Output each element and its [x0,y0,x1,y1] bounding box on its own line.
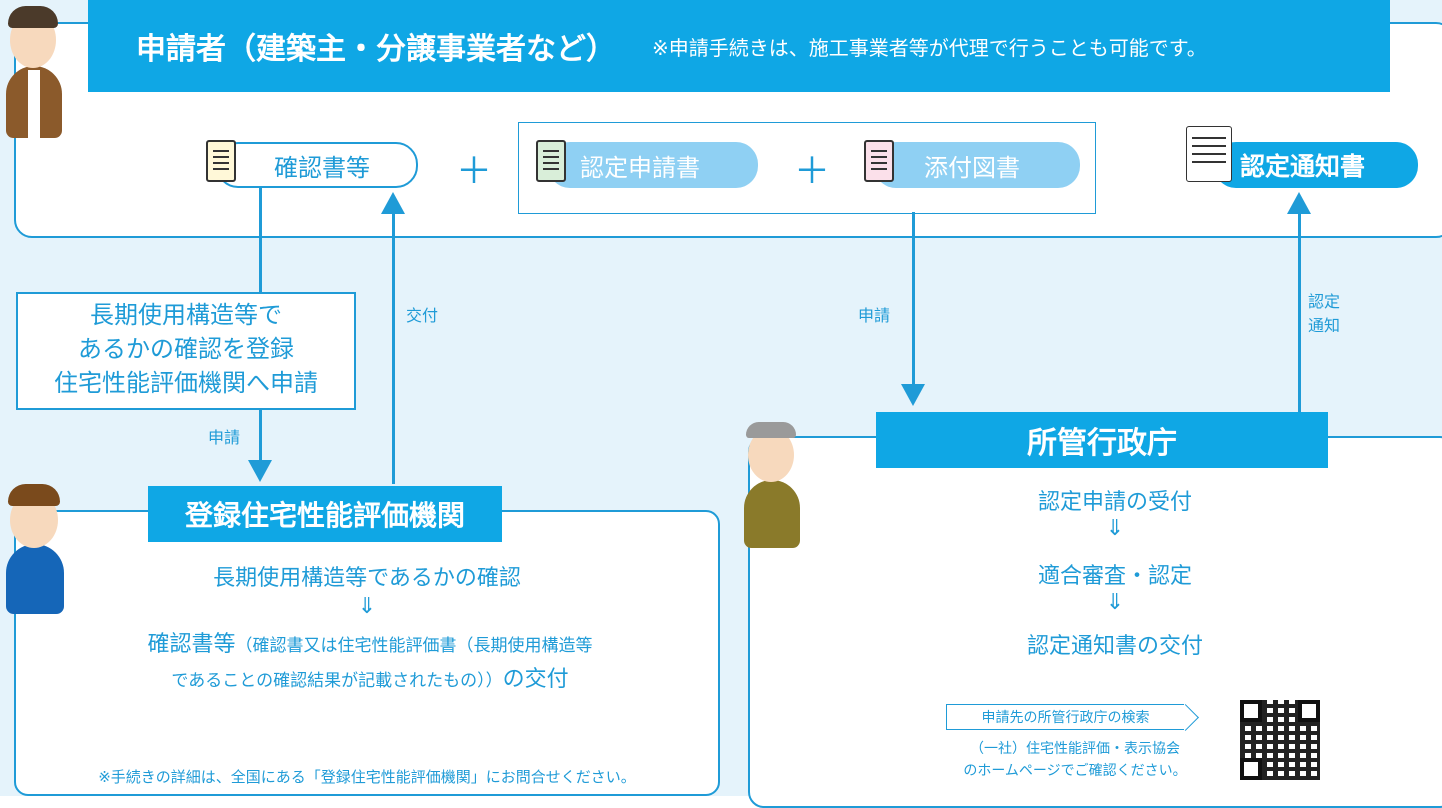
government-title: 所管行政庁 [1027,426,1177,461]
agency-title: 登録住宅性能評価機関 [184,499,465,532]
gov-step-receive: 認定申請の受付 [1037,490,1192,515]
agency-step-issue: 確認書等（確認書又は住宅性能評価書（長期使用構造等 であることの確認結果が記載さ… [40,628,700,698]
notify-label: 認定 通知 [1308,292,1341,335]
confirmation-document-label: 確認書等 [274,153,370,182]
request-line: あるかの確認を登録 [78,335,294,363]
gov-arrow-1: ⇓ [1105,516,1125,541]
government-official-illustration [740,420,804,548]
flow-line-notify [1298,212,1301,412]
association-line: のホームページでご確認ください。 [963,763,1187,779]
apply-label-center: 申請 [858,306,891,325]
government-header: 所管行政庁 [876,412,1328,468]
agency-arrow: ⇓ [357,594,377,619]
arrow-up-icon [1287,192,1311,214]
document-icon [206,140,236,182]
agency-step-confirm: 長期使用構造等であるかの確認 [213,566,521,591]
flow-line-confirmation-request [259,188,262,294]
government-search-link[interactable]: 申請先の所管行政庁の検索 [946,704,1184,730]
qr-finder-mark [1298,700,1320,722]
application-form-label: 認定申請書 [580,153,700,182]
agency-footnote: ※手続きの詳細は、全国にある「登録住宅性能評価機関」にお問合せください。 [98,768,636,786]
government-search-label: 申請先の所管行政庁の検索 [981,710,1150,726]
flow-line-to-agency [259,410,262,462]
gov-step-review: 適合審査・認定 [1037,564,1192,589]
document-icon [536,140,566,182]
confirmation-request-box [16,292,356,410]
attachment-drawings-label: 添付図書 [924,153,1020,182]
confirmation-document-pill: 確認書等 [216,142,418,188]
application-form-pill: 認定申請書 [548,142,758,188]
applicant-note: ※申請手続きは、施工事業者等が代理で行うことも可能です。 [652,35,1207,60]
arrow-down-icon [901,384,925,406]
request-line: 住宅性能評価機関へ申請 [54,369,318,397]
applicant-title: 申請者（建築主・分譲事業者など） [136,32,616,67]
confirmation-request-text: 長期使用構造等で あるかの確認を登録 住宅性能評価機関へ申請 [16,298,356,400]
apply-label-left: 申請 [208,428,241,447]
gov-arrow-2: ⇓ [1105,590,1125,615]
agency-step-issue-big: 確認書等 [147,632,236,657]
request-line: 長期使用構造等で [90,301,282,329]
arrow-up-icon [381,192,405,214]
agency-step-issue-big2: の交付 [502,667,569,692]
association-line: （一社）住宅性能評価・表示協会 [970,741,1180,757]
applicant-person-illustration [0,0,70,138]
flow-line-apply [912,212,915,384]
qr-finder-mark [1240,700,1262,722]
document-icon [1186,126,1232,182]
certification-notice-pill: 認定通知書 [1214,142,1418,188]
flow-line-issue [392,212,395,484]
issue-label: 交付 [406,306,439,325]
agency-header: 登録住宅性能評価機関 [148,486,502,542]
agency-panel [14,510,720,796]
agency-step-issue-small: （確認書又は住宅性能評価書（長期使用構造等 [235,636,593,656]
arrow-down-icon [248,460,272,482]
association-note: （一社）住宅性能評価・表示協会 のホームページでご確認ください。 [940,738,1210,782]
plus-sign: ＋ [456,151,493,192]
qr-finder-mark [1240,758,1262,780]
attachment-drawings-pill: 添付図書 [874,142,1080,188]
gov-step-notice: 認定通知書の交付 [1026,634,1203,659]
agency-staff-illustration [2,482,68,614]
document-icon [864,140,894,182]
government-panel [748,436,1442,808]
plus-sign: ＋ [794,151,831,192]
agency-step-issue-small2: であることの確認結果が記載されたもの）） [171,671,503,691]
applicant-header: 申請者（建築主・分譲事業者など） ※申請手続きは、施工事業者等が代理で行うことも… [88,0,1390,92]
certification-notice-label: 認定通知書 [1240,152,1366,181]
